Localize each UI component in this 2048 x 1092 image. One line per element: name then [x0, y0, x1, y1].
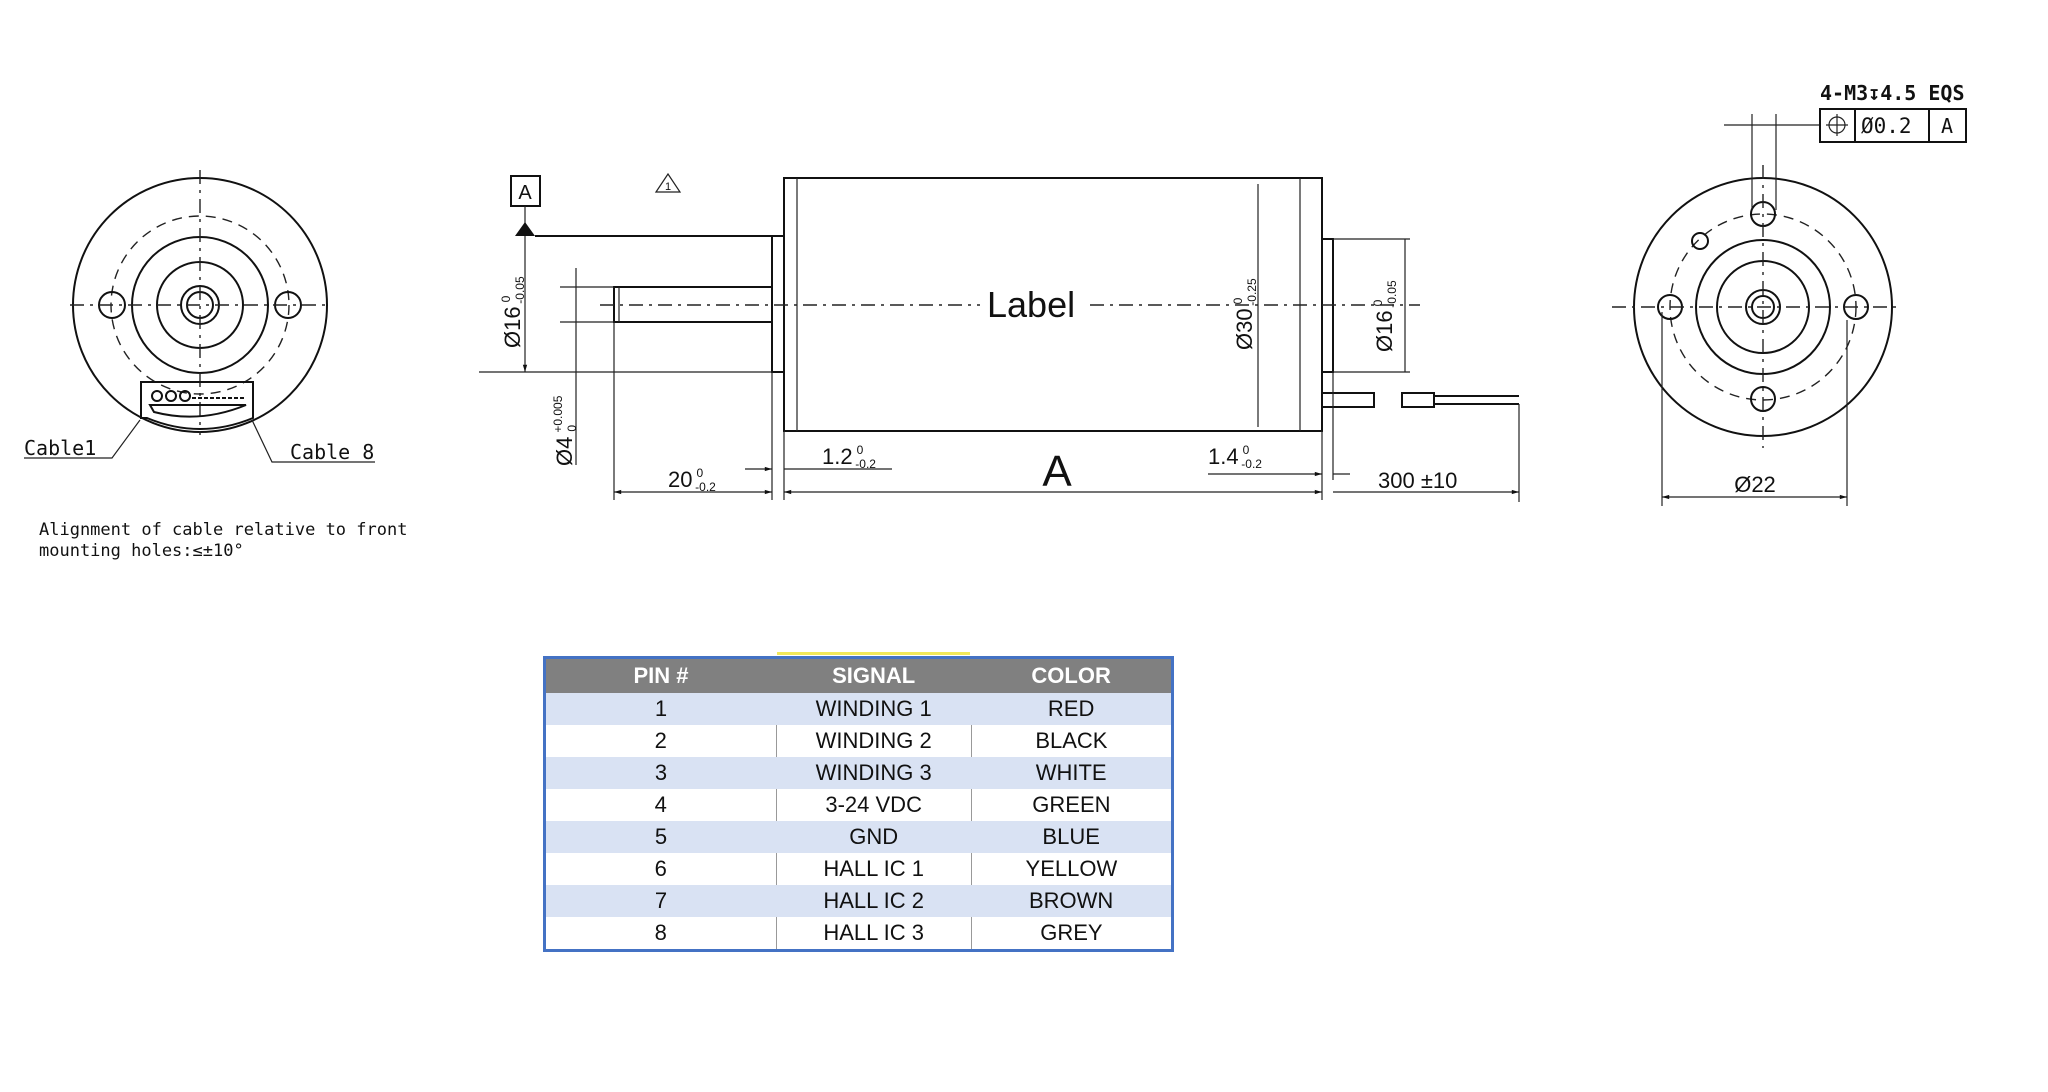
- signal-cell: HALL IC 1: [775, 853, 972, 885]
- color-cell: BLACK: [970, 725, 1173, 757]
- signal-cell: GND: [776, 821, 972, 853]
- cable8-label: Cable 8: [290, 440, 374, 464]
- header-signal: SIGNAL: [776, 657, 972, 693]
- position-tolerance-icon: [1826, 114, 1848, 136]
- table-header-row: PIN # SIGNAL COLOR: [544, 657, 1173, 693]
- fcf-datum: A: [1941, 114, 1953, 138]
- alignment-note-line1: Alignment of cable relative to front: [39, 520, 407, 540]
- signal-cell: WINDING 2: [775, 725, 972, 757]
- rear-end-view: Cable1 Cable 8 Alignment of cable relati…: [24, 170, 407, 561]
- pin-cell: 8: [654, 920, 667, 945]
- fcf-tolerance: Ø0.2: [1861, 114, 1912, 138]
- shaft-diameter-dim: Ø4+0.0050: [551, 395, 579, 466]
- pin-cell: 5: [544, 821, 777, 853]
- highlight-mark: [777, 652, 970, 655]
- color-cell: BROWN: [971, 885, 1173, 917]
- rear-diameter-dim: Ø160-0.05: [1371, 280, 1399, 352]
- center-label: Label: [987, 284, 1075, 325]
- cable-exit: [140, 381, 254, 430]
- pin-cell: 6: [654, 856, 667, 881]
- color-cell: GREY: [970, 917, 1173, 951]
- front-end-view: Ø22 4-M3↧4.5 EQS Ø0.2 A: [1612, 81, 1967, 506]
- pin-cell: 4: [654, 792, 667, 817]
- pin-cell: 3: [544, 757, 777, 789]
- cable: [1321, 392, 1519, 408]
- signal-cell: WINDING 3: [776, 757, 972, 789]
- pin-cell: 1: [544, 693, 777, 725]
- cable1-label: Cable1: [24, 436, 96, 460]
- flange-diameter-dim: Ø160-0.05: [499, 276, 527, 348]
- feature-control-frame: Ø0.2 A: [1819, 108, 1967, 143]
- hole-callout: 4-M3↧4.5 EQS: [1820, 81, 1965, 105]
- header-pin: PIN #: [544, 657, 777, 693]
- pin-cell: 2: [654, 728, 667, 753]
- color-cell: WHITE: [971, 757, 1173, 789]
- alignment-note-line2: mounting holes:≤±10°: [39, 541, 244, 561]
- header-color: COLOR: [971, 657, 1173, 693]
- color-cell: RED: [971, 693, 1173, 725]
- color-cell: YELLOW: [970, 853, 1173, 885]
- side-view: Label A 1 Ø160-0.05 Ø4+0.0050: [479, 172, 1520, 502]
- pin-cell: 7: [544, 885, 777, 917]
- color-cell: BLUE: [971, 821, 1173, 853]
- bolt-circle-dim: Ø22: [1734, 472, 1776, 497]
- warning-icon: 1: [654, 172, 682, 193]
- color-cell: GREEN: [970, 789, 1173, 821]
- signal-cell: HALL IC 2: [776, 885, 972, 917]
- svg-text:1: 1: [665, 181, 671, 193]
- body-diameter-dim: Ø300-0.25: [1231, 278, 1259, 350]
- signal-cell: WINDING 1: [776, 693, 972, 725]
- signal-cell: HALL IC 3: [775, 917, 972, 951]
- cable-length-dim: 300 ±10: [1378, 468, 1457, 493]
- signal-cell: 3-24 VDC: [775, 789, 972, 821]
- body-length-label: A: [1042, 447, 1072, 496]
- datum-label: A: [518, 182, 532, 204]
